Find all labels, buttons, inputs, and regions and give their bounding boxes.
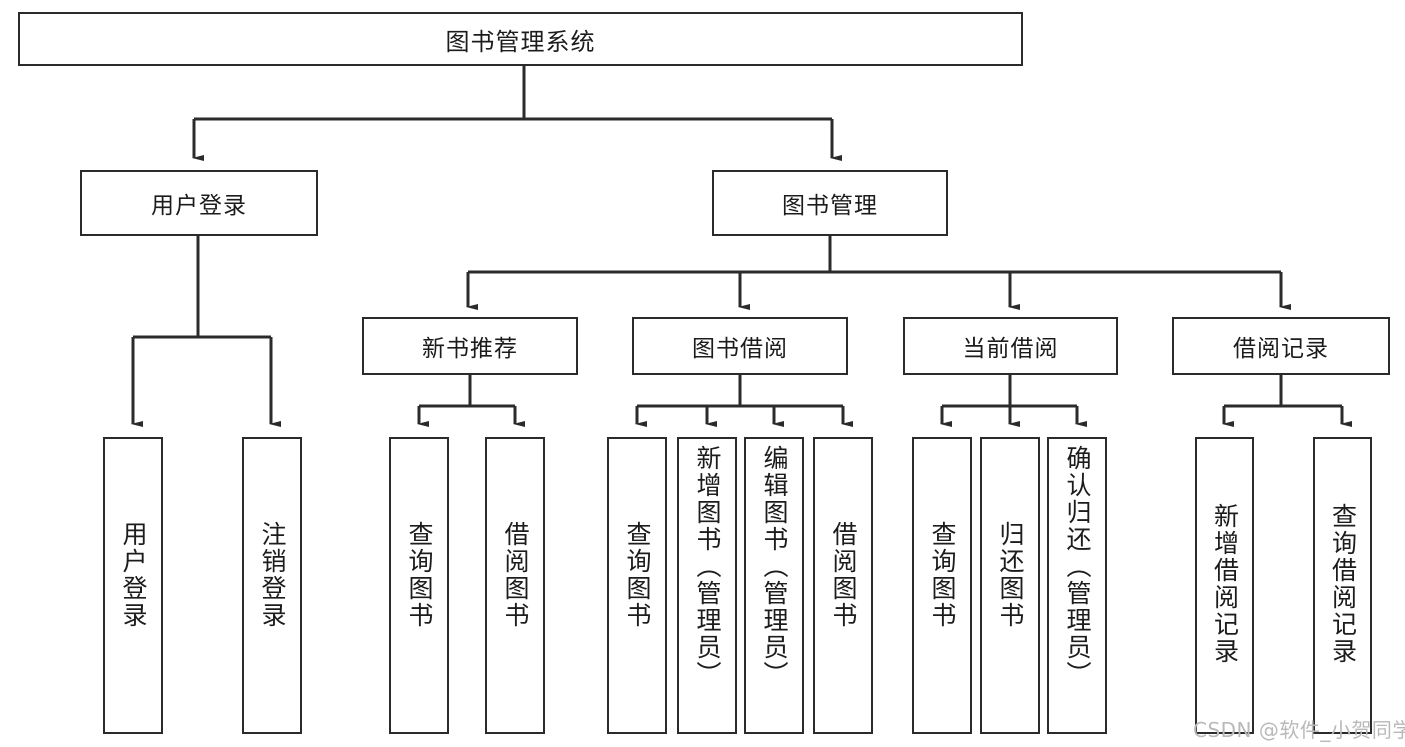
node-new-book-recommend[interactable]: 新书推荐 bbox=[362, 317, 578, 375]
leaf-add-record[interactable]: 新增借阅记录 bbox=[1195, 437, 1254, 734]
leaf-user-login[interactable]: 用户登录 bbox=[103, 437, 163, 734]
node-root[interactable]: 图书管理系统 bbox=[18, 12, 1023, 66]
leaf-logout-login[interactable]: 注销登录 bbox=[242, 437, 302, 734]
leaf-borrow-book-1[interactable]: 借阅图书 bbox=[485, 437, 545, 734]
node-label: 编辑图书（管理员） bbox=[760, 445, 789, 688]
csdn-watermark: CSDN @软件_小贺同学 bbox=[1193, 718, 1405, 742]
node-label: 查询图书 bbox=[928, 521, 957, 629]
node-label: 新书推荐 bbox=[422, 336, 518, 362]
node-book-manage[interactable]: 图书管理 bbox=[712, 170, 948, 236]
node-current-borrow[interactable]: 当前借阅 bbox=[903, 317, 1118, 375]
leaf-query-book-1[interactable]: 查询图书 bbox=[389, 437, 449, 734]
node-label: 当前借阅 bbox=[962, 336, 1059, 362]
node-label: 借阅图书 bbox=[829, 521, 858, 629]
leaf-query-record[interactable]: 查询借阅记录 bbox=[1313, 437, 1372, 734]
node-label: 借阅记录 bbox=[1233, 336, 1329, 362]
leaf-query-book-3[interactable]: 查询图书 bbox=[912, 437, 972, 734]
leaf-confirm-return[interactable]: 确认归还（管理员） bbox=[1047, 437, 1107, 734]
node-borrow-record[interactable]: 借阅记录 bbox=[1172, 317, 1390, 375]
node-label: 图书管理系统 bbox=[445, 27, 596, 56]
leaf-add-book[interactable]: 新增图书（管理员） bbox=[677, 437, 737, 734]
leaf-query-book-2[interactable]: 查询图书 bbox=[607, 437, 667, 734]
leaf-edit-book[interactable]: 编辑图书（管理员） bbox=[744, 437, 804, 734]
node-label: 新增图书（管理员） bbox=[693, 445, 722, 688]
node-user-login[interactable]: 用户登录 bbox=[80, 170, 318, 236]
node-label: 查询图书 bbox=[405, 521, 434, 629]
node-label: 归还图书 bbox=[996, 521, 1025, 629]
node-label: 新增借阅记录 bbox=[1210, 503, 1240, 665]
node-book-borrow[interactable]: 图书借阅 bbox=[632, 317, 848, 375]
node-label: 图书借阅 bbox=[692, 336, 788, 362]
node-label: 确认归还（管理员） bbox=[1063, 445, 1092, 688]
leaf-borrow-book-2[interactable]: 借阅图书 bbox=[813, 437, 873, 734]
node-label: 查询图书 bbox=[623, 521, 652, 629]
leaf-return-book[interactable]: 归还图书 bbox=[980, 437, 1040, 734]
node-label: 图书管理 bbox=[782, 193, 878, 219]
node-label: 查询借阅记录 bbox=[1328, 503, 1358, 665]
node-label: 用户登录 bbox=[119, 521, 148, 629]
node-label: 借阅图书 bbox=[501, 521, 530, 629]
node-label: 用户登录 bbox=[151, 193, 247, 219]
node-label: 注销登录 bbox=[258, 521, 287, 629]
